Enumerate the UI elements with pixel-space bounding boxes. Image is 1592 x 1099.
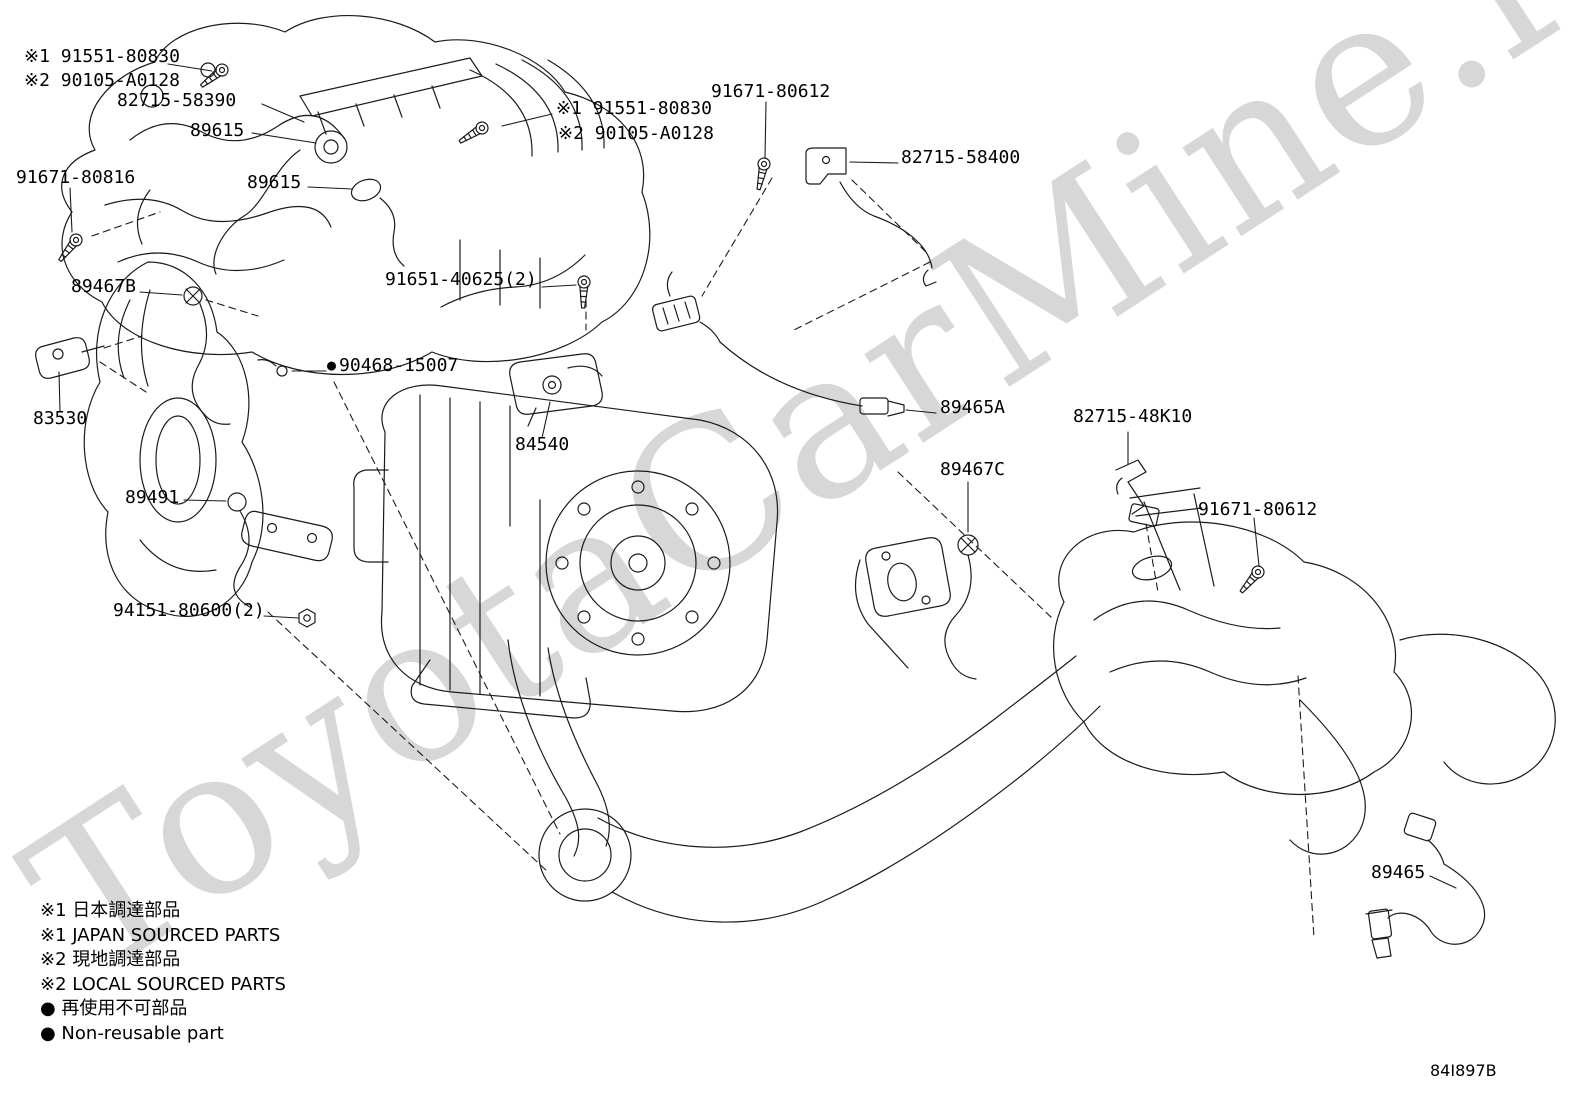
legend: ※1 日本調達部品 ※1 JAPAN SOURCED PARTS ※2 現地調達… <box>40 899 286 1047</box>
nut-94151-art <box>298 608 316 628</box>
part-label-82715-48k10: 82715-48K10 <box>1073 406 1193 427</box>
part-label-89467b: 89467B <box>71 276 137 297</box>
legend-line-local-sourced-en: ※2 LOCAL SOURCED PARTS <box>40 973 286 995</box>
part-label-90468-15007: ●90468-15007 <box>327 355 458 376</box>
bracket-82715-58400-art <box>805 147 937 287</box>
oxygen-sensor-89491-art <box>227 492 333 608</box>
part-label-83530: 83530 <box>33 408 88 429</box>
exhaust-downpipe-art <box>507 639 1101 923</box>
association-dashed-lines <box>91 177 1315 939</box>
oxygen-sensor-89465a-art <box>651 271 905 417</box>
part-label-82715-58390: 82715-58390 <box>117 90 237 111</box>
diagram-code: 84I897B <box>1430 1061 1497 1080</box>
part-label-94151-80600: 94151-80600(2) <box>113 600 265 621</box>
switch-83530-art <box>35 337 105 379</box>
legend-line-japan-sourced-en: ※1 JAPAN SOURCED PARTS <box>40 924 281 946</box>
part-label-91671-80612-a: 91671-80612 <box>711 81 831 102</box>
part-label-82715-58400: 82715-58400 <box>901 147 1021 168</box>
part-label-91551-80830-b: ※1 91551-80830 <box>556 98 712 119</box>
legend-line-japan-sourced-jp: ※1 日本調達部品 <box>40 900 181 921</box>
oxygen-sensor-89467b-art <box>183 286 231 425</box>
oxygen-sensor-89465-art <box>1365 812 1486 959</box>
part-label-89491: 89491 <box>125 487 180 508</box>
part-label-84540: 84540 <box>515 434 570 455</box>
oxygen-sensor-89467c-art <box>865 534 979 680</box>
transmission-art <box>353 384 779 719</box>
neutral-switch-84540-art <box>509 353 603 427</box>
part-label-91551-80830-a: ※1 91551-80830 <box>24 46 180 67</box>
part-label-91671-80816: 91671-80816 <box>16 167 136 188</box>
exhaust-manifold-left-art <box>83 261 264 617</box>
part-label-89465: 89465 <box>1371 862 1426 883</box>
rear-manifold-art <box>854 487 1556 855</box>
part-label-90105-a0128-b: ※2 90105-A0128 <box>558 123 714 144</box>
legend-line-non-reusable-jp: ● 再使用不可部品 <box>40 998 188 1020</box>
part-label-89467c: 89467C <box>940 459 1006 480</box>
leader-lines <box>58 63 1457 889</box>
part-label-89465a: 89465A <box>940 397 1006 418</box>
legend-line-non-reusable-en: ● Non-reusable part <box>40 1022 224 1044</box>
part-label-90105-a0128-a: ※2 90105-A0128 <box>24 70 180 91</box>
non-reusable-bullet-icon: ● <box>327 356 337 374</box>
part-label-89615-b: 89615 <box>247 172 302 193</box>
clamp-82715-48k10-art <box>1115 459 1160 527</box>
part-label-89615-a: 89615 <box>190 120 245 141</box>
part-label-91671-80612-b: 91671-80612 <box>1198 499 1318 520</box>
part-label-90468-15007-text: 90468-15007 <box>339 355 459 376</box>
engine-art <box>61 15 651 376</box>
part-label-91651-40625: 91651-40625(2) <box>385 269 537 290</box>
clip-90468-art <box>257 359 288 377</box>
legend-line-local-sourced-jp: ※2 現地調達部品 <box>40 949 181 971</box>
